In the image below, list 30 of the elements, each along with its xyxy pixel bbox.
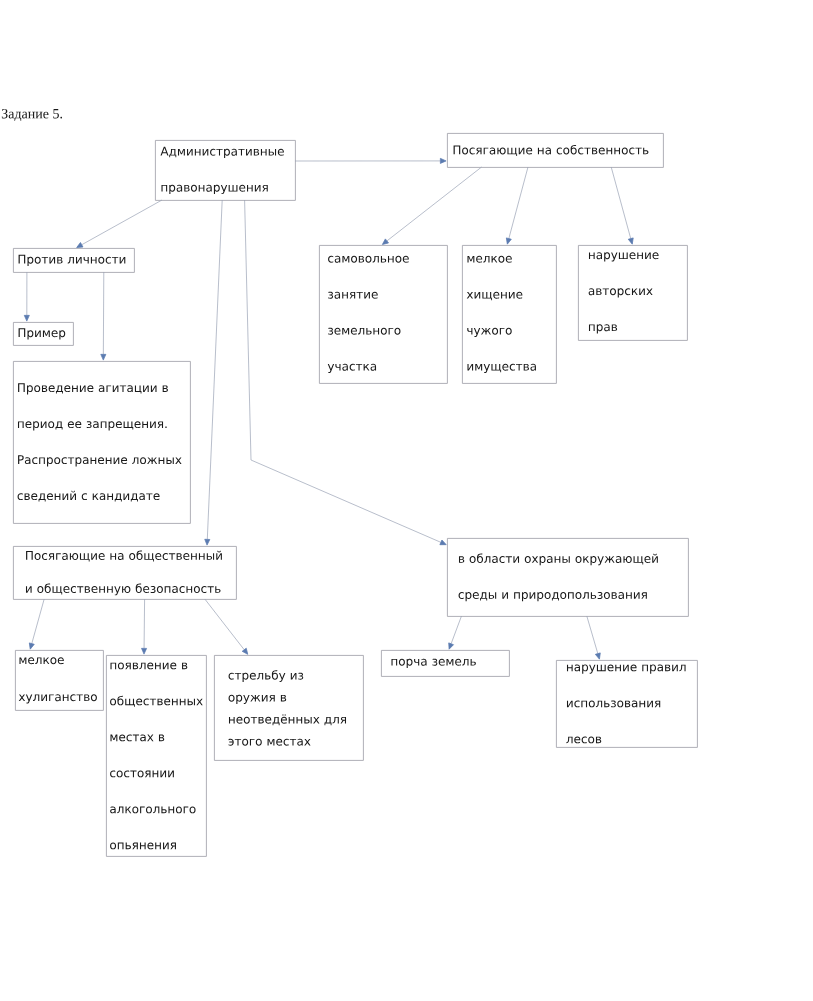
arrow bbox=[506, 166, 529, 245]
text-box: нарушение правил использования лесов bbox=[556, 660, 698, 748]
arrow bbox=[294, 158, 447, 164]
arrow bbox=[23, 271, 30, 322]
text-box: самовольное занятие земельного участка bbox=[319, 245, 448, 384]
arrow bbox=[610, 166, 634, 245]
text-box: Административные правонарушения bbox=[155, 140, 296, 201]
arrow bbox=[448, 615, 462, 650]
arrow bbox=[204, 598, 249, 655]
arrow bbox=[586, 615, 601, 660]
text-box: Посягающие на общественный и общественную безопасность bbox=[13, 546, 237, 600]
title: Задание 5. bbox=[1, 109, 63, 121]
text-box: нарушение авторских прав bbox=[578, 245, 688, 341]
arrow bbox=[244, 199, 447, 546]
text-box: появление в общественных местах в состоянии алкогольного опьянения bbox=[106, 655, 207, 857]
text-box: Против личности bbox=[13, 248, 135, 273]
text-box: Посягающие на собственность bbox=[447, 133, 664, 168]
text-box: мелкое хищение чужого имущества bbox=[462, 245, 557, 384]
text-box: в области охраны окружающей среды и природопользования bbox=[447, 538, 689, 617]
text-box: Проведение агитации в период ее запрещения. Распространение ложных сведений с кандидате bbox=[13, 361, 191, 524]
arrow bbox=[141, 598, 147, 655]
arrow bbox=[382, 166, 482, 245]
arrow bbox=[28, 598, 45, 650]
text-box: стрельбу из оружия в неотведённых для этого местах bbox=[214, 655, 364, 761]
arrow bbox=[76, 199, 163, 248]
text-box: порча земель bbox=[381, 650, 510, 677]
text-box: мелкое хулиганство bbox=[15, 650, 104, 711]
text-box: Пример bbox=[13, 322, 74, 346]
arrow bbox=[204, 199, 223, 546]
arrow bbox=[100, 271, 107, 361]
